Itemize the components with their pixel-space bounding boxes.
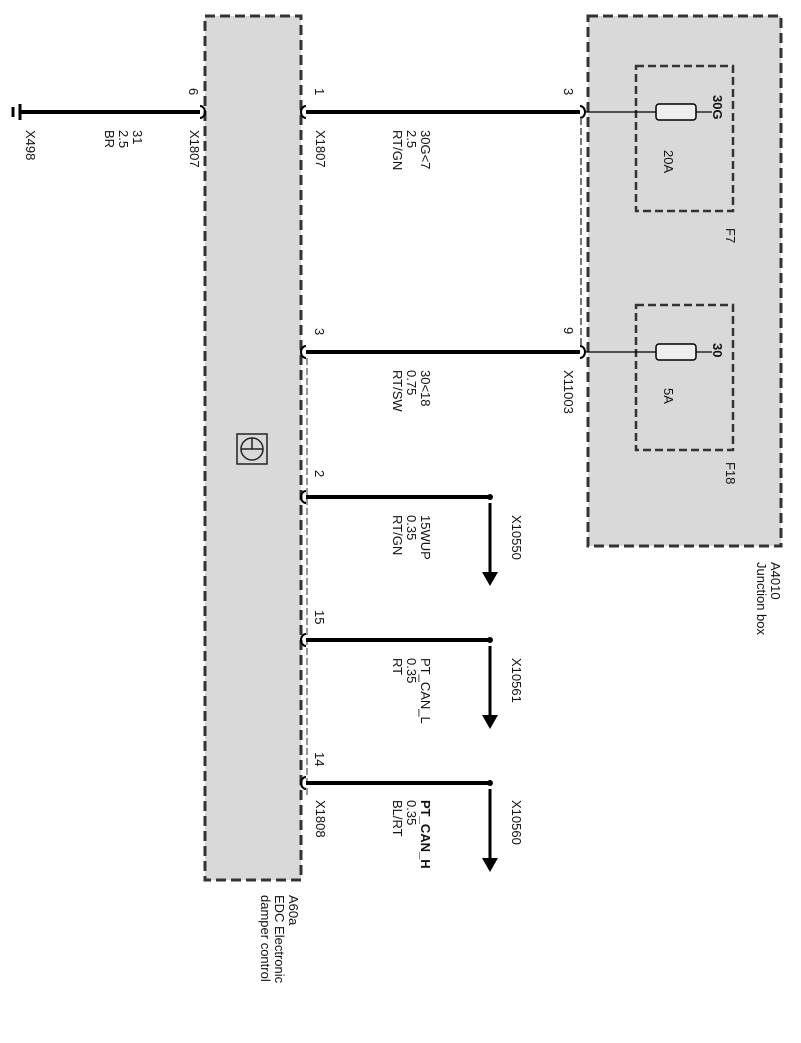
wire1-color: RT/GN [390, 130, 405, 170]
edc-module-name-line1: EDC Electronic [272, 895, 287, 984]
f7-terminal: 30G [710, 95, 725, 120]
junction-dot [487, 637, 493, 643]
f7-id: F7 [723, 228, 738, 243]
wire3-jb-pin: 9 [561, 327, 576, 334]
pin-hook [300, 633, 307, 647]
arrow-down-icon [482, 572, 498, 586]
wire3-color: RT/SW [390, 370, 405, 412]
edc-module-id: A60a [286, 895, 301, 926]
wire2-pin-number: 2 [312, 470, 327, 477]
wire1-connector: X1807 [313, 130, 328, 168]
wire1-pin-number: 1 [312, 88, 327, 95]
wire3-jb-connector: X11003 [561, 370, 576, 414]
wire14-color: BL/RT [390, 800, 405, 837]
wire15-signal: PT_CAN_L [418, 658, 433, 724]
fuse-f7-icon [655, 103, 697, 121]
pin-hook [199, 105, 206, 119]
pin-hook [579, 105, 586, 119]
wire2-size: 0.35 [404, 515, 419, 540]
wire1-size: 2.5 [404, 130, 419, 148]
wire14-dest: X10560 [509, 800, 524, 845]
wire3-pin-number: 3 [312, 328, 327, 335]
junction-dot [487, 780, 493, 786]
wire3-size: 0.75 [404, 370, 419, 395]
edc-module-name-line2: damper control [258, 895, 273, 982]
fuse-f18-icon [655, 343, 697, 361]
junction-box-name: Junction box [754, 562, 769, 635]
junction-box [586, 14, 783, 548]
wire1-signal: 30G<7 [418, 130, 433, 169]
wire14-pin-number: 14 [312, 752, 327, 766]
wire15-size: 0.35 [404, 658, 419, 683]
junction-box-id: A4010 [768, 562, 783, 600]
wire1-jb-pin: 3 [561, 88, 576, 95]
pin-hook [579, 345, 586, 359]
ground-connector-label: X498 [23, 130, 38, 160]
f18-id: F18 [723, 462, 738, 484]
ground-terminal-label: 31 [130, 130, 145, 144]
module-symbol-icon [236, 433, 268, 465]
fuse-f18-box [634, 303, 735, 452]
edc-module-box [203, 14, 303, 882]
arrow-down-icon [482, 715, 498, 729]
fuse-f7-box [634, 64, 735, 213]
wire15-dest: X10561 [509, 658, 524, 703]
pin-hook [300, 776, 307, 790]
ground-pin-connector: X1807 [187, 130, 202, 168]
wire15-color: RT [390, 658, 405, 675]
f7-rating: 20A [661, 150, 676, 173]
pin-hook [300, 105, 307, 119]
wire14-size: 0.35 [404, 800, 419, 825]
wire14-connector: X1808 [313, 800, 328, 838]
arrow-down-icon [482, 858, 498, 872]
wire3-signal: 30<18 [418, 370, 433, 407]
ground-color-label: BR [102, 130, 117, 148]
wire2-signal: 15WUP [418, 515, 433, 560]
ground-size-label: 2.5 [116, 130, 131, 148]
pin-hook [300, 345, 307, 359]
f18-rating: 5A [661, 388, 676, 404]
junction-dot [487, 494, 493, 500]
ground-icon [11, 104, 22, 120]
wire15-pin-number: 15 [312, 610, 327, 624]
wire14-signal: PT_CAN_H [418, 800, 433, 869]
pin-hook [300, 490, 307, 504]
f18-terminal: 30 [710, 343, 725, 357]
wire2-color: RT/GN [390, 515, 405, 555]
wire2-dest: X10550 [509, 515, 524, 560]
ground-pin-number: 6 [186, 88, 201, 95]
